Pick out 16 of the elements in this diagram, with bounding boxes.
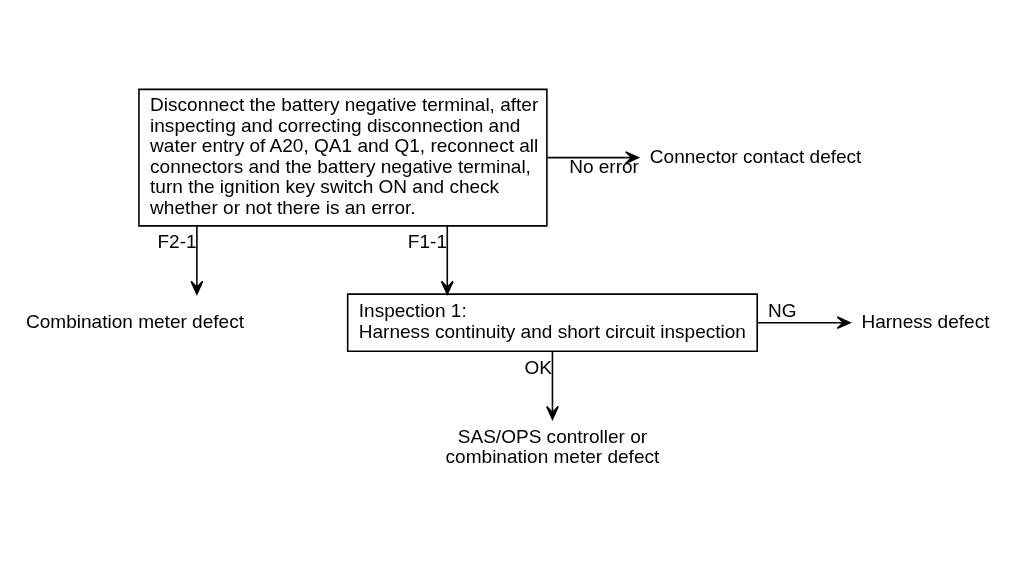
edge-label: F2-1 [157,230,197,252]
arrow [546,150,640,164]
node-box: Inspection 1: Harness continuity and short circuit inspection [346,292,758,352]
edge-label: No error [569,155,639,177]
arrow [190,224,204,295]
node-text: Harness defect [861,310,990,332]
node-box: Disconnect the battery negative terminal, after inspecting and correcting disconnection and water entry of A20, QA1 and Q1, reconnect all connectors and the battery negative terminal, turn the ignition key switch ON and check whether or not there is an error. [138,88,548,227]
edge-label: NG [768,299,797,321]
arrow [545,350,559,420]
node-text: Connector contact defect [649,145,862,167]
arrow [440,224,454,295]
node-text: Combination meter defect [26,310,244,332]
arrow [756,315,851,329]
node-text: SAS/OPS controller or combination meter defect [445,425,660,467]
edge-label: OK [524,356,552,378]
edge-label: F1-1 [407,230,448,252]
